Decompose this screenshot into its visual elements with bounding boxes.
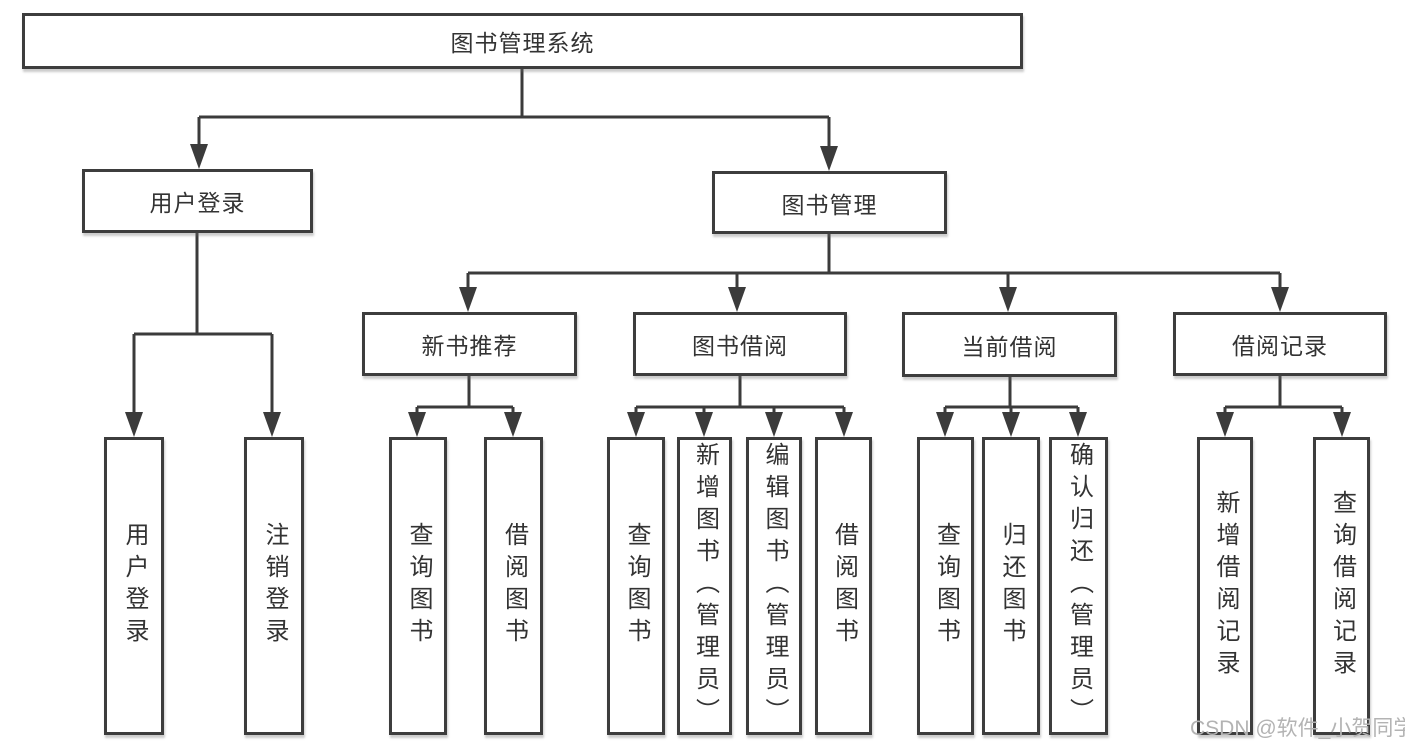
leaf-query-books-1-label: 查询图书 [405, 522, 432, 650]
node-book-management-label: 图书管理 [781, 191, 878, 218]
leaf-confirm-return-admin: 确认归还（管理员） [1049, 437, 1108, 735]
leaf-return-books-label: 归还图书 [998, 522, 1025, 650]
node-current-borrow-label: 当前借阅 [961, 333, 1058, 360]
leaf-add-borrow-record-label: 新增借阅记录 [1212, 490, 1239, 682]
leaf-return-books: 归还图书 [982, 437, 1040, 735]
leaf-borrow-books-2-label: 借阅图书 [830, 522, 858, 650]
leaf-logout-login-label: 注销登录 [261, 522, 288, 650]
node-user-login: 用户登录 [82, 169, 313, 233]
leaf-user-login-label: 用户登录 [121, 522, 148, 650]
node-root-label: 图书管理系统 [450, 30, 595, 56]
leaf-borrow-books-2: 借阅图书 [815, 437, 872, 735]
leaf-user-login: 用户登录 [104, 437, 164, 735]
node-book-borrow-label: 图书借阅 [692, 333, 788, 359]
node-borrow-records: 借阅记录 [1173, 312, 1387, 376]
leaf-edit-books-admin: 编辑图书（管理员） [746, 437, 802, 735]
leaf-query-books-1: 查询图书 [389, 437, 447, 735]
leaf-query-books-2: 查询图书 [607, 437, 665, 735]
node-new-book-recommend: 新书推荐 [362, 312, 577, 376]
leaf-add-books-admin: 新增图书（管理员） [677, 437, 732, 735]
node-current-borrow: 当前借阅 [902, 312, 1117, 377]
node-root-system: 图书管理系统 [22, 13, 1023, 69]
node-new-book-recommend-label: 新书推荐 [421, 333, 518, 359]
csdn-watermark: CSDN @软件_小贺同学 [1190, 717, 1405, 740]
leaf-add-borrow-record: 新增借阅记录 [1197, 437, 1253, 735]
leaf-query-borrow-record: 查询借阅记录 [1313, 437, 1370, 735]
node-borrow-records-label: 借阅记录 [1232, 333, 1328, 359]
node-book-borrow: 图书借阅 [633, 312, 847, 376]
leaf-query-books-2-label: 查询图书 [623, 522, 650, 650]
leaf-confirm-return-admin-label: 确认归还（管理员） [1065, 442, 1093, 730]
leaf-query-books-3-label: 查询图书 [932, 522, 960, 650]
leaf-logout-login: 注销登录 [244, 437, 304, 735]
leaf-query-borrow-record-label: 查询借阅记录 [1328, 490, 1356, 682]
leaf-borrow-books-1: 借阅图书 [484, 437, 543, 735]
leaf-edit-books-admin-label: 编辑图书（管理员） [761, 442, 788, 730]
leaf-query-books-3: 查询图书 [917, 437, 974, 735]
node-book-management: 图书管理 [712, 171, 947, 234]
leaf-borrow-books-1-label: 借阅图书 [500, 522, 528, 650]
leaf-add-books-admin-label: 新增图书（管理员） [691, 442, 719, 730]
node-user-login-label: 用户登录 [149, 190, 246, 216]
